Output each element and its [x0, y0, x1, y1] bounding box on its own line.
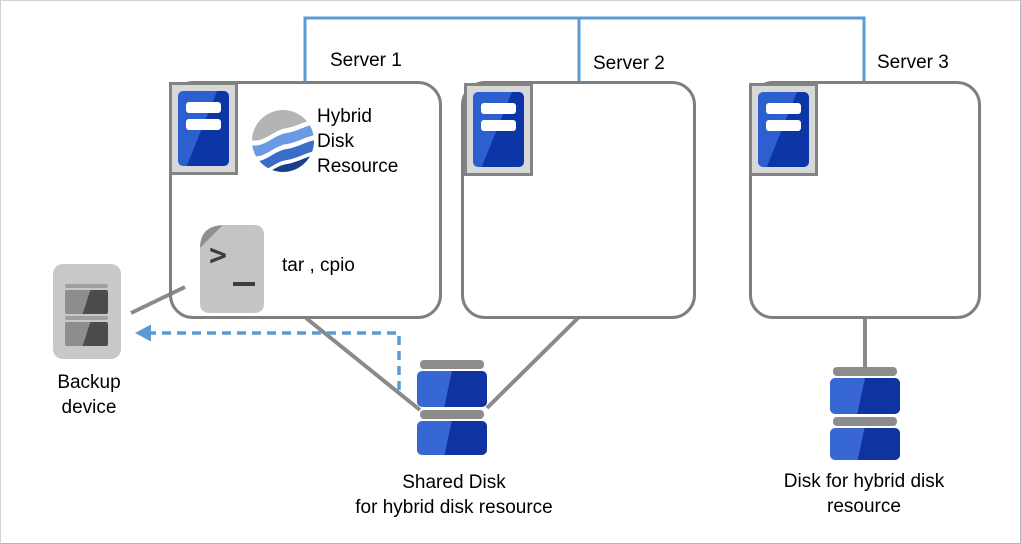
tape-drive-icon	[53, 264, 121, 359]
backup-arrowhead-icon	[135, 324, 151, 342]
server1-tower-icon	[169, 82, 238, 175]
backup-restore-dashed-arrow	[151, 331, 401, 390]
backup-device-label: Backup device	[57, 372, 121, 418]
shared-disk-stack-icon	[417, 360, 487, 455]
file-shape	[200, 225, 264, 313]
server-tower-body	[473, 92, 524, 167]
disk-cap	[833, 417, 897, 426]
tape-bay	[65, 290, 108, 314]
server-slot	[766, 103, 801, 114]
globe-waves-icon	[252, 110, 314, 172]
file-body	[200, 225, 264, 313]
server2-tower-icon	[464, 83, 533, 176]
sphere-band-midblue	[252, 140, 314, 172]
server3-label: Server 3	[877, 52, 949, 73]
sphere-band-gray	[252, 110, 314, 141]
server-tower-body	[178, 91, 229, 166]
server1-label: Server 1	[330, 50, 402, 71]
tar-cpio-label: tar , cpio	[282, 255, 355, 276]
disk-platter	[830, 428, 900, 460]
server-slot	[766, 120, 801, 131]
server2-box	[461, 81, 696, 319]
disk-platter	[830, 378, 900, 414]
terminal-prompt-glyph: >	[209, 238, 228, 273]
sphere-band-lightblue	[252, 124, 314, 157]
tape-slot-bar	[65, 284, 108, 288]
tape-slot-bar	[65, 316, 108, 320]
connection-line-server1-backup	[130, 285, 186, 315]
server3-box	[749, 81, 981, 319]
connection-line-server2-shareddisk	[485, 316, 580, 410]
server2-label: Server 2	[593, 53, 665, 74]
server-slot	[481, 103, 516, 114]
disk-cap	[420, 360, 484, 369]
file-fold-corner	[200, 225, 223, 248]
disk-platter	[417, 421, 487, 455]
hybrid-disk-stack-icon	[830, 367, 900, 462]
disk-platter	[417, 371, 487, 407]
shell-script-file-icon: >	[199, 224, 265, 314]
server-slot	[186, 119, 221, 130]
server3-tower-icon	[749, 83, 818, 176]
hybrid-disk-resource-label: Hybrid Disk Resource	[317, 106, 399, 177]
connection-line-server1-shareddisk	[304, 316, 422, 412]
terminal-underscore-glyph	[233, 282, 255, 286]
interconnect-line	[303, 16, 866, 81]
tape-bay	[65, 322, 108, 346]
server1-box	[169, 81, 442, 319]
server-tower-body	[758, 92, 809, 167]
disk-cap	[420, 410, 484, 419]
hybrid-disk-label: Disk for hybrid disk resource	[783, 471, 945, 517]
disk-cap	[833, 367, 897, 376]
server-slot	[481, 120, 516, 131]
server-slot	[186, 102, 221, 113]
shared-disk-label: Shared Disk for hybrid disk resource	[355, 472, 553, 518]
